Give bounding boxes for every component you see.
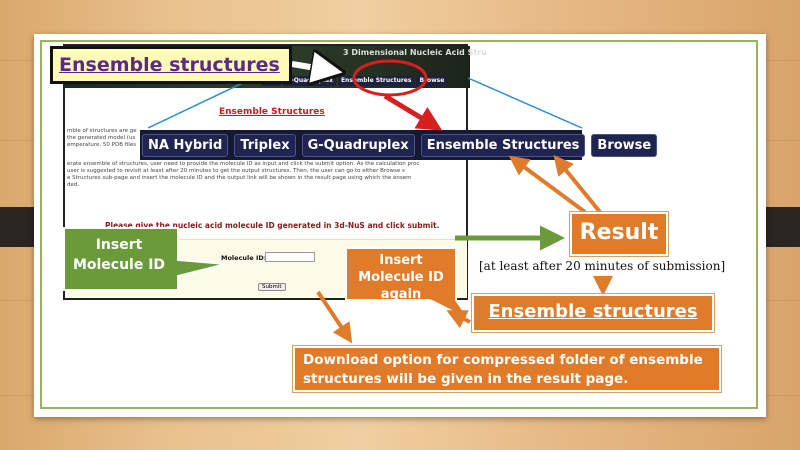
insert-molecule-id-text: Insert Molecule ID <box>72 237 166 273</box>
page-heading: Ensemble Structures <box>219 107 325 117</box>
insert-molecule-id-callout: Insert Molecule ID <box>64 228 226 290</box>
ensemble-structures-title-box: Ensemble structures <box>50 46 292 84</box>
submit-button[interactable]: Submit <box>258 283 286 291</box>
ensemble-structures-result-box: Ensemble structures <box>472 294 714 332</box>
tab-na-hybrid[interactable]: NA Hybrid <box>142 133 229 157</box>
insert-again-text: Insert Molecule ID again <box>358 253 444 302</box>
text-line: mble of structures are ge <box>67 128 137 134</box>
zoomed-nav-bar: NA Hybrid Triplex G-Quadruplex Ensemble … <box>140 130 658 160</box>
text-line: the generated model (us <box>67 135 136 141</box>
submit-instruction: Please give the nucleic acid molecule ID… <box>105 221 440 230</box>
tab-triplex[interactable]: Triplex <box>234 133 296 157</box>
tab-ensemble-structures[interactable]: Ensemble Structures <box>420 133 586 157</box>
download-note-box: Download option for compressed folder of… <box>293 346 721 392</box>
text-line: emperature. 50 PDB files <box>67 142 136 148</box>
mini-nav-ensemble-structures[interactable]: Ensemble Structures <box>337 76 415 86</box>
site-title: 3 Dimensional Nucleic Acid Stru <box>343 48 487 57</box>
molecule-id-input[interactable] <box>265 252 315 262</box>
text-line: e Structures sub-page and insert the mol… <box>67 175 412 181</box>
text-line: erate ensemble of structures, user need … <box>67 161 420 167</box>
tab-g-quadruplex[interactable]: G-Quadruplex <box>301 133 415 157</box>
mini-nav-browse[interactable]: Browse <box>416 76 448 86</box>
text-line: user is suggested to revisit at least af… <box>67 168 405 174</box>
text-line: ded. <box>67 182 80 188</box>
slide-border <box>40 40 758 409</box>
molecule-id-label: Molecule ID: <box>221 254 267 262</box>
insert-again-callout: Insert Molecule ID again <box>346 248 471 308</box>
timing-note: [at least after 20 minutes of submission… <box>479 259 726 273</box>
tab-browse[interactable]: Browse <box>591 133 658 157</box>
result-box: Result <box>570 212 668 256</box>
